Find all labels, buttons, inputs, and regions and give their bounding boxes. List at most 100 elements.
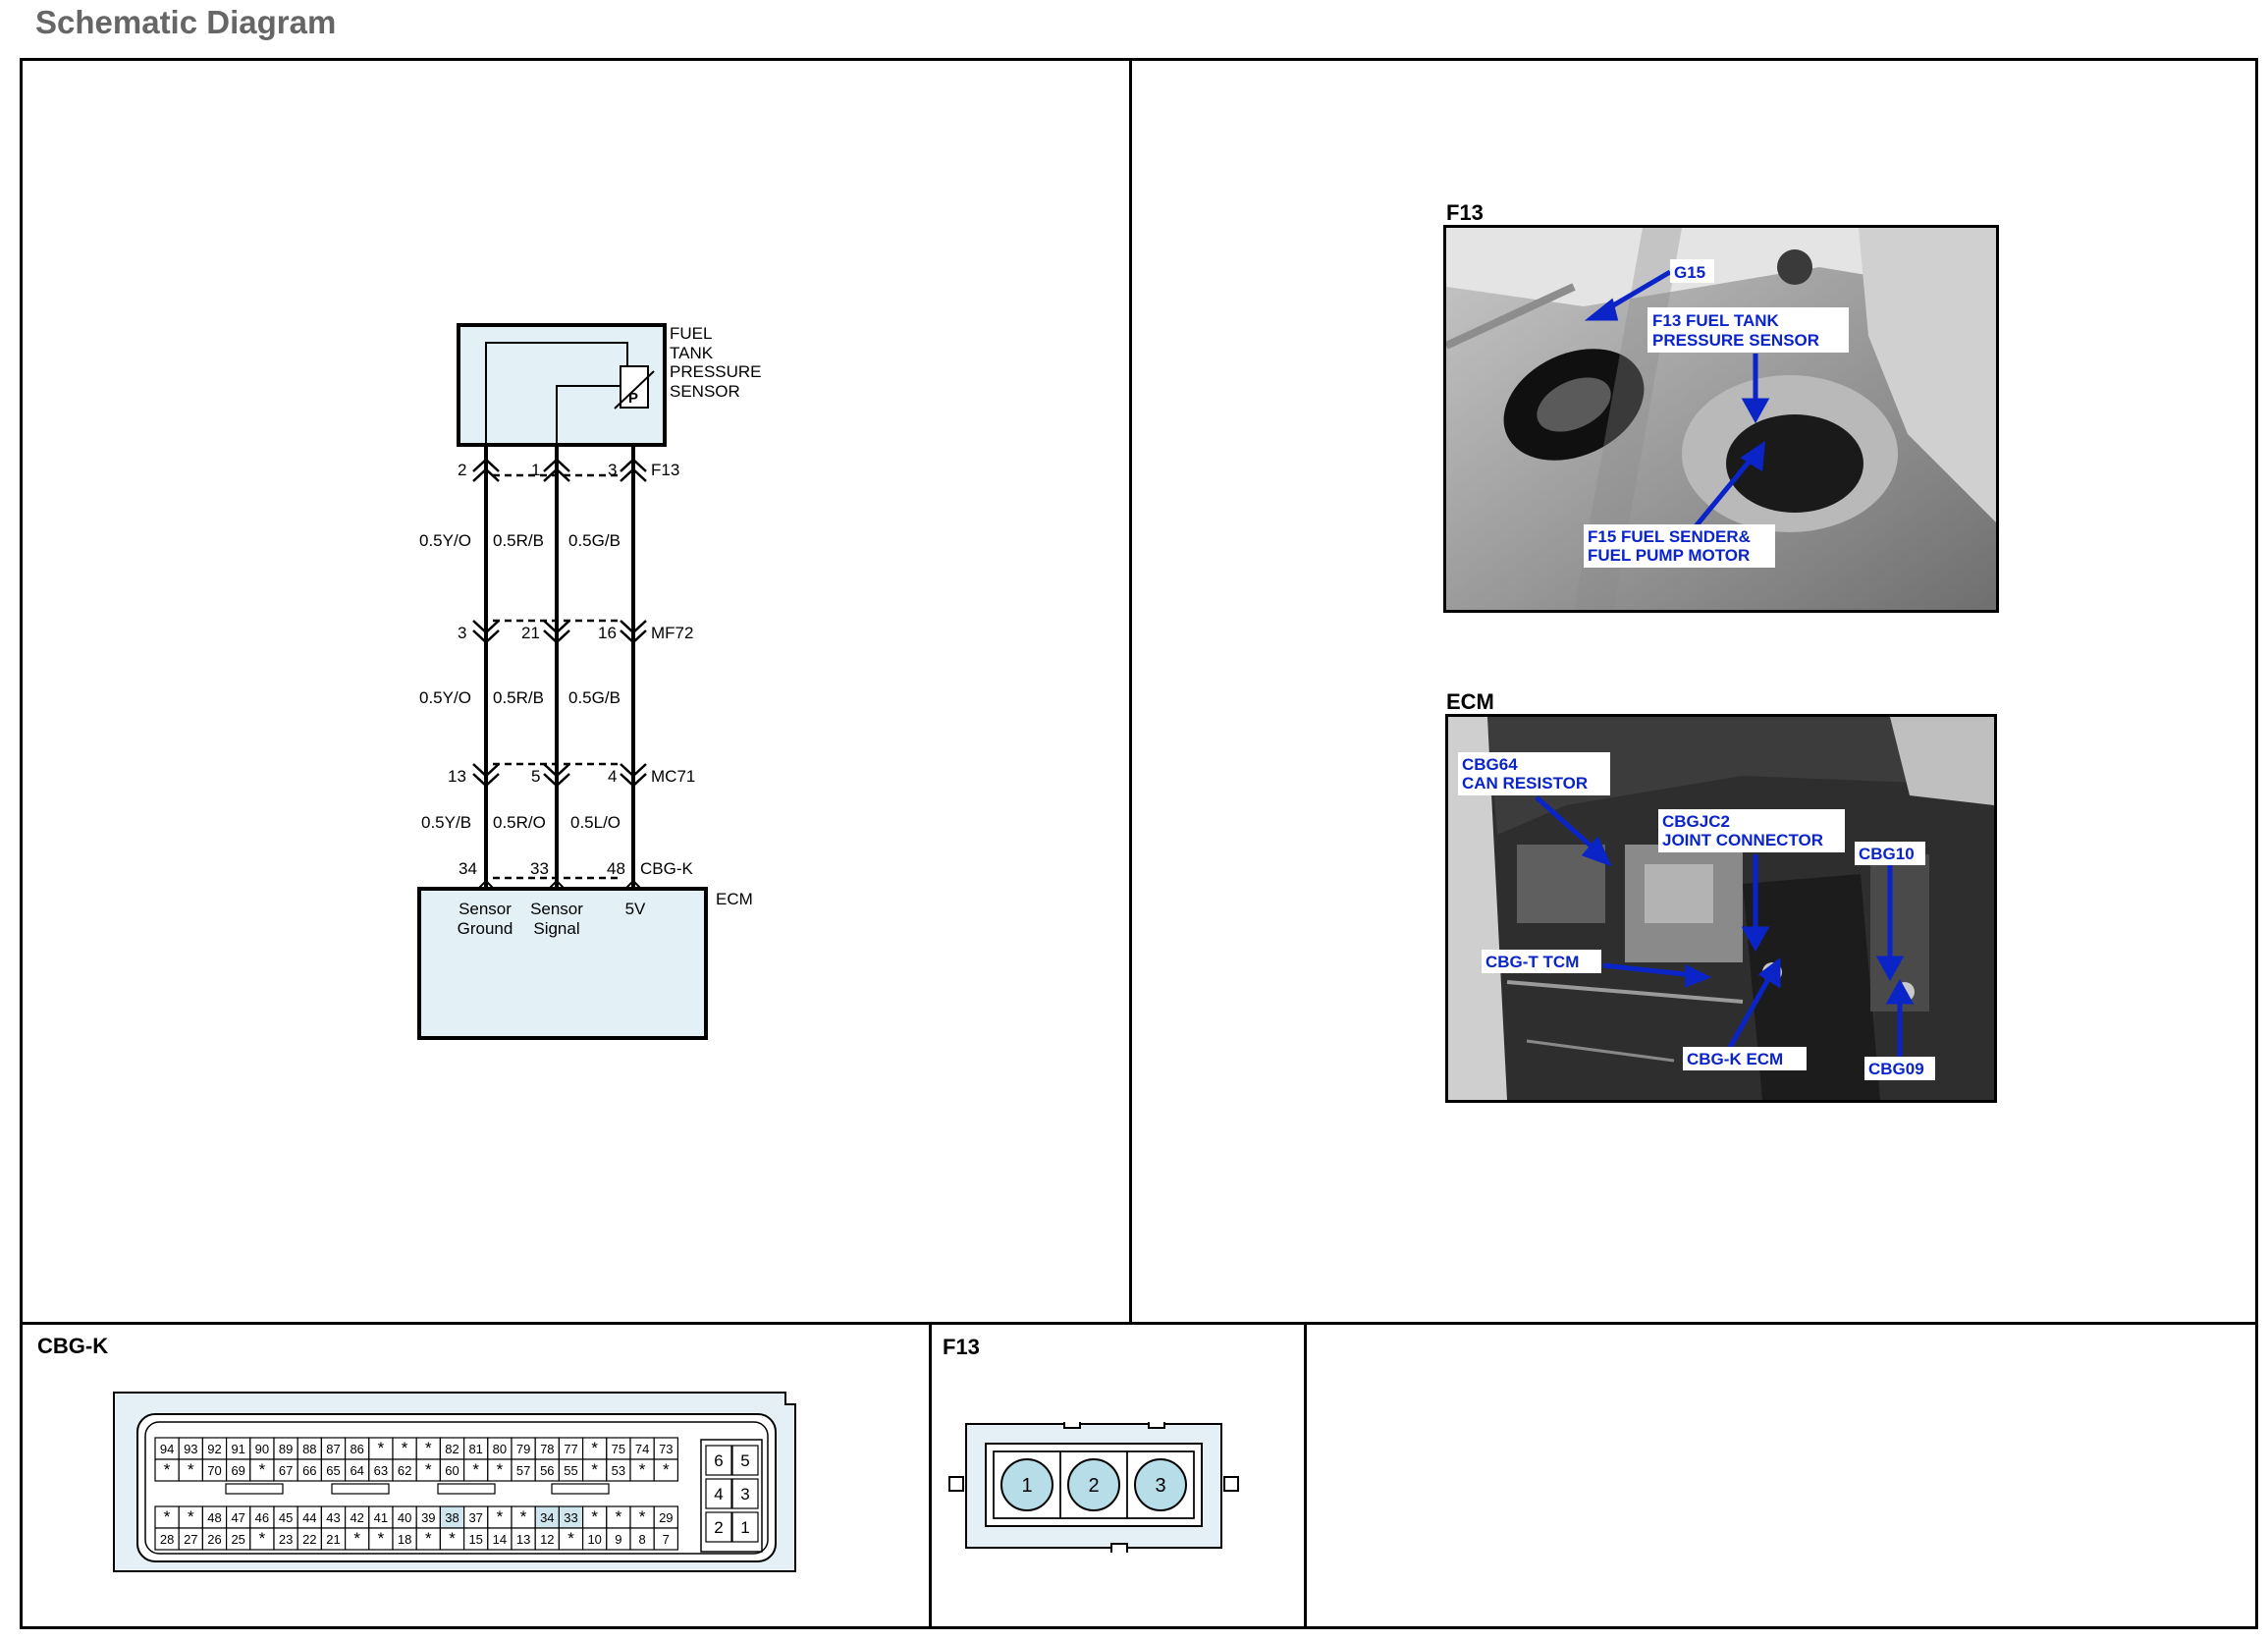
callout-cbgt-tcm: CBG-T TCM (1485, 953, 1579, 971)
cbgk-pin-number: 57 (516, 1463, 530, 1478)
cbgk-pin-number: 94 (160, 1442, 174, 1456)
cbgk-side-pin (731, 1445, 759, 1476)
callout-f13-sensor-1: F13 FUEL TANK (1652, 311, 1779, 330)
cbgk-pin-number: 33 (564, 1510, 577, 1525)
cbgk-pin-number: * (378, 1439, 385, 1457)
cbgk-pin-number: * (449, 1529, 456, 1548)
callout-cbgjc2-2: JOINT CONNECTOR (1662, 831, 1823, 849)
cbgk-panel-title: CBG-K (37, 1334, 109, 1358)
bottom-divider-left (929, 1322, 932, 1629)
cbgk-pin-number: 13 (516, 1532, 530, 1547)
wire-label-2b: 0.5R/B (493, 688, 544, 707)
callout-f15-pump-2: FUEL PUMP MOTOR (1588, 546, 1750, 565)
cbgk-pin-number: 87 (326, 1442, 340, 1456)
cbgk-pin-number: 56 (540, 1463, 554, 1478)
f13-pin-number: 1 (1021, 1475, 1032, 1497)
f13-connector-name: F13 (651, 461, 679, 479)
photo-ecm-title: ECM (1446, 689, 1494, 714)
cbgk-pin-number: 29 (659, 1510, 673, 1525)
cbgk-pin-number: 25 (231, 1532, 244, 1547)
cbgk-pin-number: * (497, 1460, 504, 1479)
f13-pin-1: 2 (458, 461, 466, 479)
wiring-schematic: P FUEL TANK PRESSURE SENSOR 2 1 3 F13 0.… (417, 323, 762, 1040)
cbgk-pin-number: * (353, 1529, 360, 1548)
cbgk-pin-number: 91 (231, 1442, 244, 1456)
cbgk-pin-number: * (639, 1507, 646, 1526)
callout-cbg10: CBG10 (1859, 845, 1915, 863)
cbgk-pin-number: * (639, 1460, 646, 1479)
cbgk-pin-number: 53 (612, 1463, 625, 1478)
wire-label-1c: 0.5G/B (568, 531, 621, 550)
cbgk-pin-number: 27 (184, 1532, 197, 1547)
cbgk-pin-number: 45 (279, 1510, 293, 1525)
cbgk-pin-number: 14 (493, 1532, 507, 1547)
cbgk-pin-number: * (497, 1507, 504, 1526)
cbgk-pin-number: 41 (374, 1510, 388, 1525)
cbgk-pin-number: * (259, 1460, 266, 1479)
cbgk-pin-number: 89 (279, 1442, 293, 1456)
cbgk-pin-number: 15 (468, 1532, 482, 1547)
cbgk-pin-number: 81 (468, 1442, 482, 1456)
f13-pin-2: 1 (531, 461, 540, 479)
cbgk-pin-number: 77 (564, 1442, 577, 1456)
cbgk-pin-number: 40 (398, 1510, 411, 1525)
cbgk-pin-number: 64 (350, 1463, 363, 1478)
callout-cbg64-2: CAN RESISTOR (1462, 774, 1588, 793)
cbgk-pin-number: 46 (255, 1510, 269, 1525)
f13-pin-number: 2 (1088, 1475, 1099, 1497)
cbgk-pin-number: 34 (540, 1510, 554, 1525)
cbgk-pin-number: 44 (302, 1510, 316, 1525)
cbgk-side-pin-number: 6 (714, 1451, 723, 1470)
cbgk-side-pin-number: 2 (714, 1518, 723, 1537)
wire-label-2a: 0.5Y/O (419, 688, 471, 707)
cbgk-pin-number: 80 (493, 1442, 507, 1456)
wire-label-3a: 0.5Y/B (421, 813, 471, 832)
photo-f13-callouts: G15 F13 FUEL TANK PRESSURE SENSOR F15 FU… (1584, 259, 1849, 568)
cbgk-side-pin-number: 1 (740, 1518, 749, 1537)
cbgk-pin-number: 93 (184, 1442, 197, 1456)
cbgk-pin-number: 21 (326, 1532, 340, 1547)
sensor-internal-wire (485, 342, 628, 445)
cbgk-pin-number: * (188, 1507, 194, 1526)
photo-ecm-callouts: CBG64 CAN RESISTOR CBGJC2 JOINT CONNECTO… (1458, 752, 1935, 1080)
cbgk-side-pin-number: 3 (740, 1485, 749, 1504)
ecm-pin-signal-1: Sensor (530, 900, 583, 918)
cbgk-pin-1: 34 (459, 859, 477, 878)
ecm-pin-5v: 5V (625, 900, 646, 918)
cbgk-pin-number: 66 (302, 1463, 316, 1478)
cbgk-pin-number: 9 (615, 1532, 621, 1547)
cbgk-pin-number: 79 (516, 1442, 530, 1456)
cbgk-pin-number: 74 (635, 1442, 649, 1456)
cbgk-pin-number: * (164, 1507, 171, 1526)
cbgk-side-pin (705, 1445, 732, 1476)
cbgk-pin-number: 23 (279, 1532, 293, 1547)
cbgk-pin-number: * (591, 1439, 598, 1457)
photo-ecm-arrows (1535, 795, 1915, 1070)
diagram-frame (20, 58, 2258, 1629)
photo-ecm: CBG64 CAN RESISTOR CBGJC2 JOINT CONNECTO… (1445, 714, 1997, 1103)
cbgk-pin-number: 47 (231, 1510, 244, 1525)
cbgk-pin-number: 69 (231, 1463, 244, 1478)
ecm-pin-ground-2: Ground (458, 919, 513, 938)
cbgk-pin-number: * (567, 1529, 574, 1548)
cbgk-pin-number: 26 (207, 1532, 221, 1547)
cbgk-pin-number: 18 (398, 1532, 411, 1547)
connector-f13 (472, 458, 647, 482)
cbgk-pin-number: 65 (326, 1463, 340, 1478)
wire-label-3b: 0.5R/O (493, 813, 546, 832)
cbgk-pin-number: 37 (468, 1510, 482, 1525)
f13-pin (1067, 1458, 1120, 1511)
cbgk-key (437, 1483, 496, 1495)
f13-pin-number: 3 (1155, 1475, 1165, 1497)
photo-f13-title: F13 (1446, 200, 1484, 225)
sensor-signal-wire (556, 385, 621, 445)
pressure-symbol: P (628, 390, 638, 407)
pressure-element-arrow (614, 370, 655, 410)
cbgk-pin-number: * (520, 1507, 527, 1526)
cbgk-pin-number: 73 (659, 1442, 673, 1456)
mf72-connector-name: MF72 (651, 624, 693, 642)
photo-f13: G15 F13 FUEL TANK PRESSURE SENSOR F15 FU… (1443, 225, 1999, 613)
cbgk-pin-number: * (188, 1460, 194, 1479)
cbgk-pin-3: 48 (607, 859, 625, 878)
cbgk-key (331, 1483, 390, 1495)
